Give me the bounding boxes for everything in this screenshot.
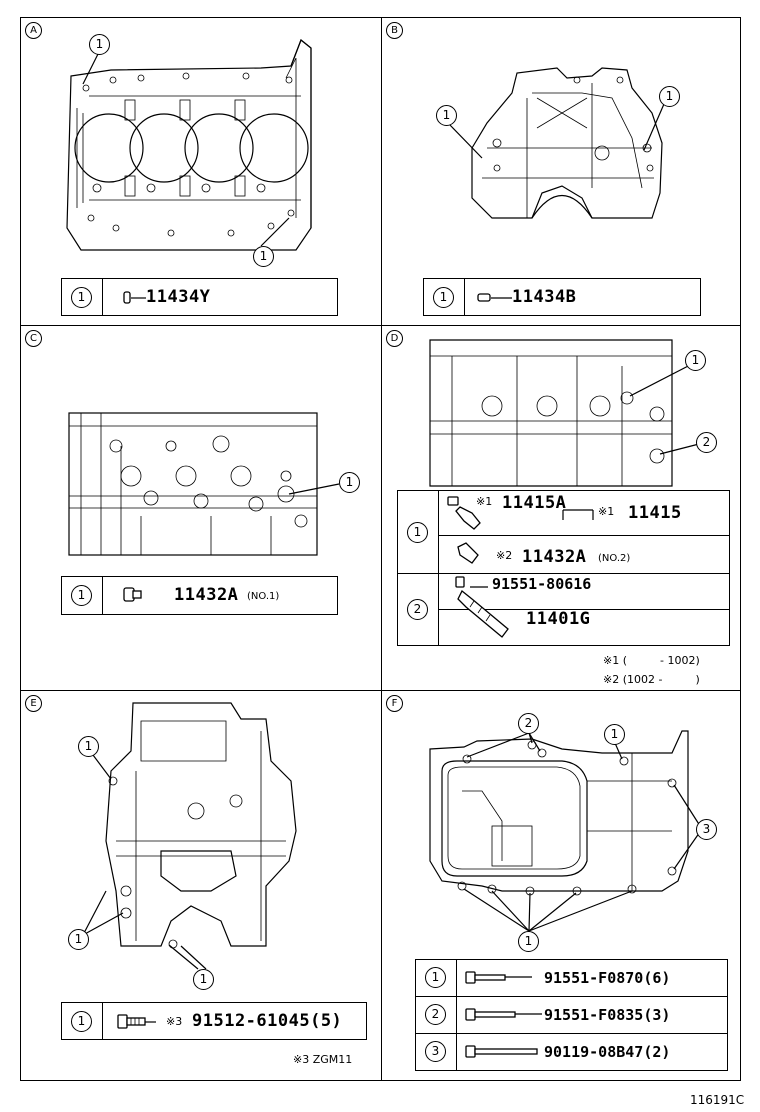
panel-d: D 1 2 1 2 ※1 11415A bbox=[381, 325, 741, 691]
dowel-pin-icon bbox=[123, 291, 146, 304]
part-number: 91551-80616 bbox=[492, 575, 592, 593]
part-number: 11401G bbox=[526, 609, 591, 629]
bolt-icon bbox=[117, 1014, 156, 1029]
footnote-mark: ※2 bbox=[496, 549, 513, 562]
part-note: (NO.2) bbox=[598, 553, 631, 564]
callout-2: 2 bbox=[518, 713, 539, 734]
callout-1: 1 bbox=[89, 34, 110, 55]
panel-letter: A bbox=[25, 22, 42, 39]
item-number: 1 bbox=[425, 967, 446, 988]
parts-table: 1 91551-F0870(6) 2 91551-F0835(3) 3 9011… bbox=[415, 959, 728, 1071]
leader-line bbox=[470, 586, 488, 588]
parts-table: 1 11434B bbox=[423, 278, 701, 316]
part-number: 91512-61045(5) bbox=[192, 1011, 343, 1031]
panel-letter: C bbox=[25, 330, 42, 347]
oil-pan-drawing bbox=[429, 730, 703, 932]
footnote-mark: ※3 bbox=[166, 1015, 183, 1028]
part-number: 11434Y bbox=[146, 287, 211, 307]
stud-bolt-icon bbox=[465, 1045, 538, 1058]
cylinder-block-top-view-drawing bbox=[66, 39, 312, 251]
part-number: 11432A bbox=[174, 585, 239, 605]
callout-1: 1 bbox=[685, 350, 706, 371]
part-number: 11434B bbox=[512, 287, 577, 307]
item-number: 1 bbox=[433, 287, 454, 308]
parts-table: 1 2 ※1 11415A ※1 11415 ※2 11432A (NO.2) bbox=[397, 490, 730, 646]
panel-a: A 1 1 bbox=[20, 17, 382, 326]
parts-table: 1 ※3 91512-61045(5) bbox=[61, 1002, 367, 1040]
callout-1: 1 bbox=[604, 724, 625, 745]
oil-jet-plug-icon bbox=[123, 587, 142, 602]
footnote-1: ※1 ( - 1002) bbox=[603, 654, 700, 667]
cylinder-block-side-view-drawing bbox=[68, 412, 340, 556]
footnote-2: ※2 (1002 - ) bbox=[603, 673, 700, 686]
panel-letter: D bbox=[386, 330, 403, 347]
part-number: 91551-F0870(6) bbox=[544, 969, 671, 987]
panel-letter: B bbox=[386, 22, 403, 39]
callout-1: 1 bbox=[339, 472, 360, 493]
callout-1: 1 bbox=[78, 736, 99, 757]
bolt-and-valve-icon bbox=[455, 576, 509, 638]
footnote-mark: ※1 bbox=[598, 505, 615, 518]
part-number: 91551-F0835(3) bbox=[544, 1006, 671, 1024]
part-number: 90119-08B47(2) bbox=[544, 1043, 671, 1061]
bracket-connector-icon bbox=[562, 509, 594, 520]
item-number: 2 bbox=[407, 599, 428, 620]
panel-c: C 1 1 11432A (NO.1) bbox=[20, 325, 382, 691]
cylinder-block-end-view-drawing bbox=[82, 702, 297, 970]
panel-b: B 1 1 1 11434B bbox=[381, 17, 741, 326]
item-number: 2 bbox=[425, 1004, 446, 1025]
item-number: 1 bbox=[71, 287, 92, 308]
part-note: (NO.1) bbox=[247, 591, 280, 602]
parts-table: 1 11434Y bbox=[61, 278, 338, 316]
panel-letter: F bbox=[386, 695, 403, 712]
item-number: 1 bbox=[71, 1011, 92, 1032]
callout-1: 1 bbox=[659, 86, 680, 107]
callout-1: 1 bbox=[518, 931, 539, 952]
callout-1: 1 bbox=[436, 105, 457, 126]
item-number: 3 bbox=[425, 1041, 446, 1062]
footnote-mark: ※1 bbox=[476, 495, 493, 508]
part-number: 11415 bbox=[628, 503, 682, 523]
bolt-icon bbox=[465, 971, 532, 984]
figure-id: 116191C bbox=[690, 1093, 745, 1107]
callout-1: 1 bbox=[253, 246, 274, 267]
part-number: 11432A bbox=[522, 547, 587, 567]
callout-2: 2 bbox=[696, 432, 717, 453]
callout-1: 1 bbox=[68, 929, 89, 950]
dowel-pin-icon bbox=[477, 293, 512, 302]
footnote-3: ※3 ZGM11 bbox=[293, 1053, 353, 1066]
callout-1: 1 bbox=[193, 969, 214, 990]
item-number: 1 bbox=[407, 522, 428, 543]
cylinder-block-front-view-drawing bbox=[448, 67, 665, 219]
parts-table: 1 11432A (NO.1) bbox=[61, 576, 338, 615]
bolt-icon bbox=[465, 1008, 542, 1021]
item-number: 1 bbox=[71, 585, 92, 606]
oil-jet-plug-icon bbox=[457, 542, 479, 564]
panel-e: E 1 1 1 1 ※3 bbox=[20, 690, 382, 1081]
part-number: 11415A bbox=[502, 493, 567, 513]
panel-letter: E bbox=[25, 695, 42, 712]
callout-3: 3 bbox=[696, 819, 717, 840]
oil-jet-icon bbox=[447, 496, 481, 530]
panel-f: F 2 1 3 1 bbox=[381, 690, 741, 1081]
cylinder-block-rear-view-drawing bbox=[429, 339, 700, 487]
